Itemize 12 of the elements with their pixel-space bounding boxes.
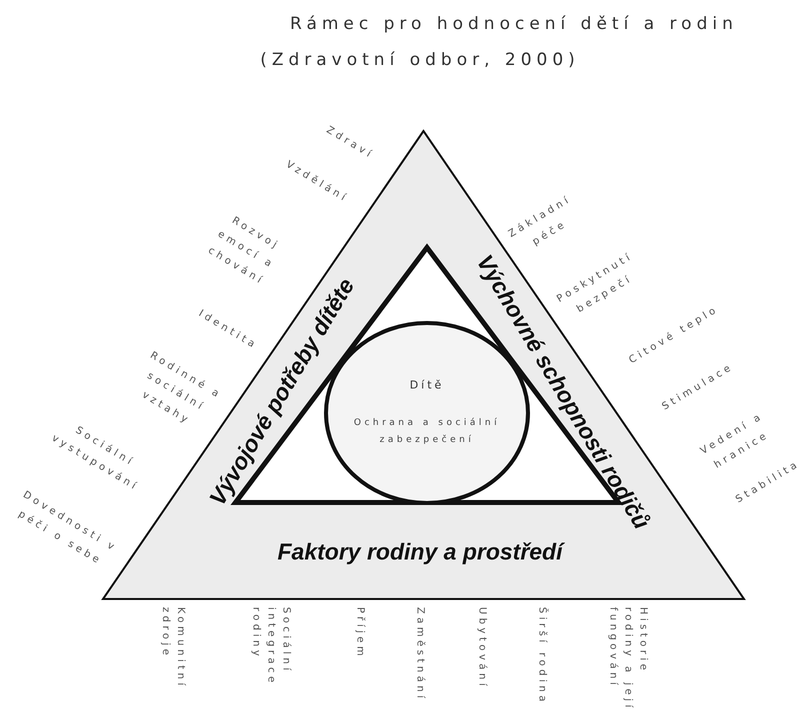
circle-heading: Dítě <box>410 378 444 392</box>
factor-label: Komunitní zdroje <box>159 607 187 691</box>
circle-text: Ochrana a sociální zabezpečení <box>352 416 502 447</box>
factor-label: Sociální integrace rodiny <box>250 607 292 688</box>
source-note: (Zdravotní odbor, 2000) <box>260 50 580 70</box>
factor-label: Širší rodina <box>536 607 549 706</box>
title: Rámec pro hodnocení dětí a rodin <box>290 14 738 34</box>
base-heading: Faktory rodiny a prostředí <box>278 538 562 566</box>
factor-label: Ubytování <box>476 607 488 690</box>
factor-label: Zaměstnání <box>414 607 426 702</box>
factor-label: Historie rodiny a její fungování <box>606 607 650 712</box>
factor-label: Příjem <box>354 607 366 660</box>
